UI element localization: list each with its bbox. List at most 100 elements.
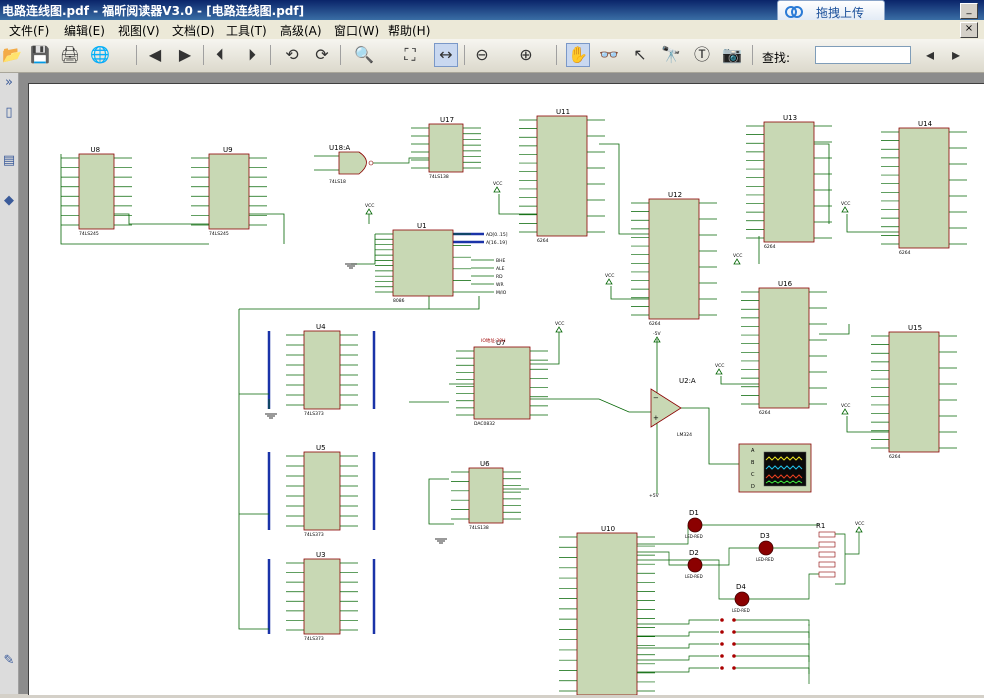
- ctrl-label: BHE: [496, 258, 505, 264]
- power-arrow: [365, 208, 373, 215]
- power-label: VCC: [855, 521, 864, 527]
- toolbar-separator: [340, 45, 341, 65]
- switch-contact: [732, 642, 736, 646]
- pages-panel-icon[interactable]: ▯: [5, 105, 13, 120]
- circuit-schematic: U874LS245U974LS245U1774LS138U116264U1362…: [60, 108, 967, 696]
- chip-body: [303, 451, 341, 531]
- open-icon[interactable]: 📂: [2, 45, 22, 64]
- switch-wire: [637, 643, 719, 649]
- layers-panel-icon[interactable]: ◆: [4, 193, 14, 208]
- led-wire: [637, 525, 689, 545]
- resistor-body: [818, 531, 836, 538]
- binoculars-icon[interactable]: 🔭: [661, 45, 681, 64]
- chip-ref: U8: [91, 146, 101, 154]
- led-body: [687, 517, 703, 533]
- web-icon[interactable]: 🌐: [90, 45, 110, 64]
- menu-file[interactable]: 文件(F): [9, 24, 50, 38]
- find-input[interactable]: [815, 46, 911, 64]
- find-next-icon[interactable]: ▸: [951, 45, 961, 64]
- chip-part: 74LS138: [469, 525, 489, 531]
- menu-help[interactable]: 帮助(H): [388, 24, 431, 38]
- resistor-wire: [835, 533, 846, 585]
- chip-ref: U7: [496, 339, 506, 347]
- chip-part: 6264: [649, 321, 661, 327]
- back-icon[interactable]: ⏴: [215, 45, 224, 64]
- print-icon[interactable]: 🖨: [59, 45, 81, 64]
- chip-body: [468, 467, 504, 524]
- led-body: [687, 557, 703, 573]
- menu-advanced[interactable]: 高级(A): [280, 24, 322, 38]
- save-icon[interactable]: 💾: [30, 45, 50, 64]
- bookmarks-panel-icon[interactable]: ▤: [2, 153, 16, 168]
- power-arrow: [855, 526, 863, 533]
- toolbar-separator: [136, 45, 137, 65]
- annotation-panel-icon[interactable]: ✎: [3, 653, 15, 668]
- wire: [814, 143, 830, 224]
- chip-part: 74LS245: [209, 231, 229, 237]
- navigation-panel: » ▯ ▤ ◆ ✎: [0, 73, 19, 694]
- chip-part: 6264: [899, 250, 911, 256]
- power-arrow: [841, 206, 849, 213]
- resistor-ref: R1: [816, 522, 825, 530]
- menu-document[interactable]: 文档(D): [172, 24, 215, 38]
- wire: [846, 214, 899, 233]
- menu-tools[interactable]: 工具(T): [226, 24, 267, 38]
- text-select-icon[interactable]: Ⓣ: [693, 45, 710, 64]
- switch-wire: [734, 619, 810, 626]
- power-arrow: [653, 336, 661, 343]
- led-ref: D1: [689, 509, 699, 517]
- forward-icon[interactable]: ⏵: [247, 45, 256, 64]
- next-page-icon[interactable]: ▶: [178, 45, 192, 64]
- power-label: +5V: [649, 493, 660, 499]
- fit-page-icon[interactable]: ⛶: [404, 45, 416, 64]
- snapshot-icon[interactable]: 📷: [722, 45, 742, 64]
- loupe-icon[interactable]: 👓: [599, 45, 619, 64]
- hand-tool-icon[interactable]: ✋: [566, 43, 590, 67]
- opamp-body: [650, 388, 682, 428]
- chip-body: [898, 127, 950, 249]
- scope-trace: [765, 474, 803, 479]
- rotate-right-icon[interactable]: ⟳: [315, 45, 329, 64]
- find-previous-icon[interactable]: ◂: [925, 45, 935, 64]
- chip-ref: U3: [316, 551, 326, 559]
- opamp-out: [681, 407, 739, 465]
- wire: [720, 376, 759, 385]
- menu-view[interactable]: 视图(V): [118, 24, 160, 38]
- wire: [819, 324, 850, 335]
- led-part: LED-RED: [732, 608, 750, 613]
- zoom-in-tool-icon[interactable]: 🔍: [354, 45, 374, 64]
- power-label: -5V: [653, 331, 661, 337]
- chip-part: 6264: [759, 410, 771, 416]
- toolbar-separator: [556, 45, 557, 65]
- led-part: LED-RED: [685, 574, 703, 579]
- led-wire: [637, 559, 735, 600]
- zoom-out-icon[interactable]: ⊖: [475, 45, 489, 64]
- power-symbol: VCC: [555, 321, 564, 333]
- menu-window[interactable]: 窗口(W): [334, 24, 380, 38]
- power-arrow: [841, 408, 849, 415]
- chip-ref: U18:A: [329, 144, 350, 152]
- minimize-button[interactable]: _: [960, 3, 978, 19]
- zoom-in-icon[interactable]: ⊕: [519, 45, 533, 64]
- chip-body: [763, 121, 815, 243]
- previous-page-icon[interactable]: ◀: [148, 45, 162, 64]
- select-arrow-icon[interactable]: ↖: [633, 45, 647, 64]
- expand-panel-icon[interactable]: »: [5, 75, 13, 90]
- scope-trace: [765, 456, 803, 461]
- chip-ref: U16: [778, 280, 793, 288]
- rotate-left-icon[interactable]: ⟲: [285, 45, 299, 64]
- chip-ref: U9: [223, 146, 233, 154]
- close-button[interactable]: ×: [960, 22, 978, 38]
- ground-symbol: [345, 263, 357, 269]
- chip-part: 6264: [889, 454, 901, 460]
- menu-edit[interactable]: 编辑(E): [64, 24, 105, 38]
- switch-contact: [720, 642, 724, 646]
- wire: [238, 309, 269, 630]
- fit-width-icon[interactable]: ↔: [434, 43, 458, 67]
